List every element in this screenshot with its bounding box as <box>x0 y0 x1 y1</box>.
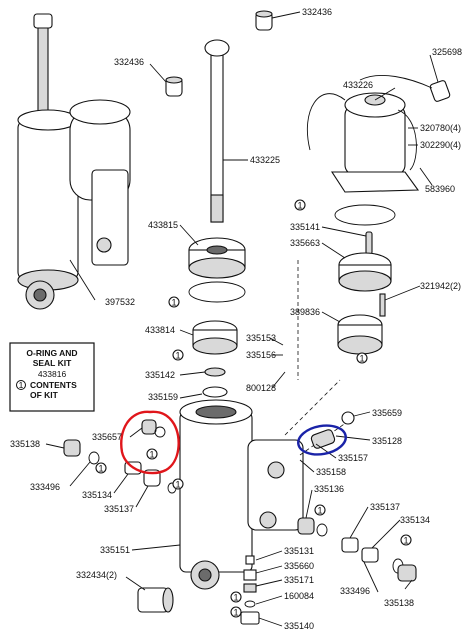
kit-contents-line1: CONTENTS <box>30 380 77 390</box>
label-433225: 433225 <box>250 155 280 165</box>
label-335128: 335128 <box>372 436 402 446</box>
seal-335659 <box>341 411 355 425</box>
kit-callout-markers: 1 1 1 1 1 1 1 1 1 1 1 <box>95 199 412 618</box>
callout-1d: 1 <box>359 354 364 364</box>
label-335663: 335663 <box>290 238 320 248</box>
label-332434: 332434(2) <box>76 570 117 580</box>
o-ring-piston <box>188 281 246 303</box>
label-333496-left: 333496 <box>30 482 60 492</box>
seal-335142 <box>204 367 226 377</box>
callout-1a: 1 <box>171 298 176 308</box>
label-335140: 335140 <box>284 621 314 631</box>
motor-433226 <box>306 92 420 193</box>
label-335138-left: 335138 <box>10 439 40 449</box>
label-335151: 335151 <box>100 545 130 555</box>
label-335136: 335136 <box>314 484 344 494</box>
label-335657: 335657 <box>92 432 122 442</box>
label-335137-right: 335137 <box>370 502 400 512</box>
label-397532: 397532 <box>105 297 135 307</box>
label-335158: 335158 <box>316 467 346 477</box>
callout-1g: 1 <box>175 480 180 490</box>
bushing-332434 <box>137 587 174 613</box>
seal-kit-box: O-RING AND SEAL KIT 433816 1 CONTENTS OF… <box>9 342 95 412</box>
callout-1f: 1 <box>98 464 103 474</box>
bushing-left <box>165 76 183 97</box>
o-ring-motor <box>334 204 396 226</box>
connector-325698 <box>359 74 451 102</box>
pin-335663 <box>365 231 373 255</box>
label-335131: 335131 <box>284 546 314 556</box>
callout-1k: 1 <box>233 608 238 618</box>
label-321942: 321942(2) <box>420 281 461 291</box>
cylinder-335151 <box>179 399 304 590</box>
label-335134-right: 335134 <box>400 515 430 525</box>
kit-title-line1: O-RING AND <box>26 348 77 358</box>
part-labels: 332436 332436 433225 433815 397532 43381… <box>10 7 462 631</box>
seal-head-433814 <box>192 320 238 355</box>
screw-321942 <box>379 293 386 317</box>
label-335141: 335141 <box>290 222 320 232</box>
label-335137-left: 335137 <box>104 504 134 514</box>
label-389836: 389836 <box>290 307 320 317</box>
label-160084: 160084 <box>284 591 314 601</box>
label-335660: 335660 <box>284 561 314 571</box>
piston-rod <box>204 39 230 223</box>
leader-lines <box>45 11 439 627</box>
label-433814: 433814 <box>145 325 175 335</box>
red-highlight-circle <box>120 410 180 475</box>
guide-line-1 <box>284 379 341 436</box>
label-333496-right: 333496 <box>340 586 370 596</box>
callout-1c: 1 <box>175 351 180 361</box>
label-433815: 433815 <box>148 220 178 230</box>
label-583960: 583960 <box>425 184 455 194</box>
label-335157: 335157 <box>338 453 368 463</box>
valve-335128 <box>310 429 336 449</box>
kit-part-number: 433816 <box>38 369 67 379</box>
seal-335159 <box>202 386 228 398</box>
valve-body-389836 <box>337 314 383 355</box>
blue-highlight-circle <box>297 424 347 456</box>
label-332436-top: 332436 <box>302 7 332 17</box>
label-800128: 800128 <box>246 383 276 393</box>
kit-contents-line2: OF KIT <box>30 390 59 400</box>
label-335156: 335156 <box>246 350 276 360</box>
label-335142: 335142 <box>145 370 175 380</box>
label-335138-right: 335138 <box>384 598 414 608</box>
right-port-parts <box>297 517 417 582</box>
label-335159: 335159 <box>148 392 178 402</box>
plug-335657 <box>141 419 166 438</box>
label-332436-left: 332436 <box>114 57 144 67</box>
kit-callout-symbol: 1 <box>19 380 24 390</box>
label-302290: 302290(4) <box>420 140 461 150</box>
bushing-top <box>255 10 273 31</box>
label-335659: 335659 <box>372 408 402 418</box>
label-320780: 320780(4) <box>420 123 461 133</box>
kit-title-line2: SEAL KIT <box>33 358 72 368</box>
label-335134-left: 335134 <box>82 490 112 500</box>
label-335171: 335171 <box>284 575 314 585</box>
callout-1j: 1 <box>233 593 238 603</box>
callout-1h: 1 <box>317 506 322 516</box>
callout-1i: 1 <box>403 536 408 546</box>
label-325698: 325698 <box>432 47 462 57</box>
piston-433815 <box>188 237 246 279</box>
callout-1e: 1 <box>149 450 154 460</box>
label-433226: 433226 <box>343 80 373 90</box>
assembled-trim-unit <box>17 13 131 310</box>
pump-335663 <box>338 252 392 292</box>
label-335153: 335153 <box>246 333 276 343</box>
callout-1b: 1 <box>297 201 302 211</box>
